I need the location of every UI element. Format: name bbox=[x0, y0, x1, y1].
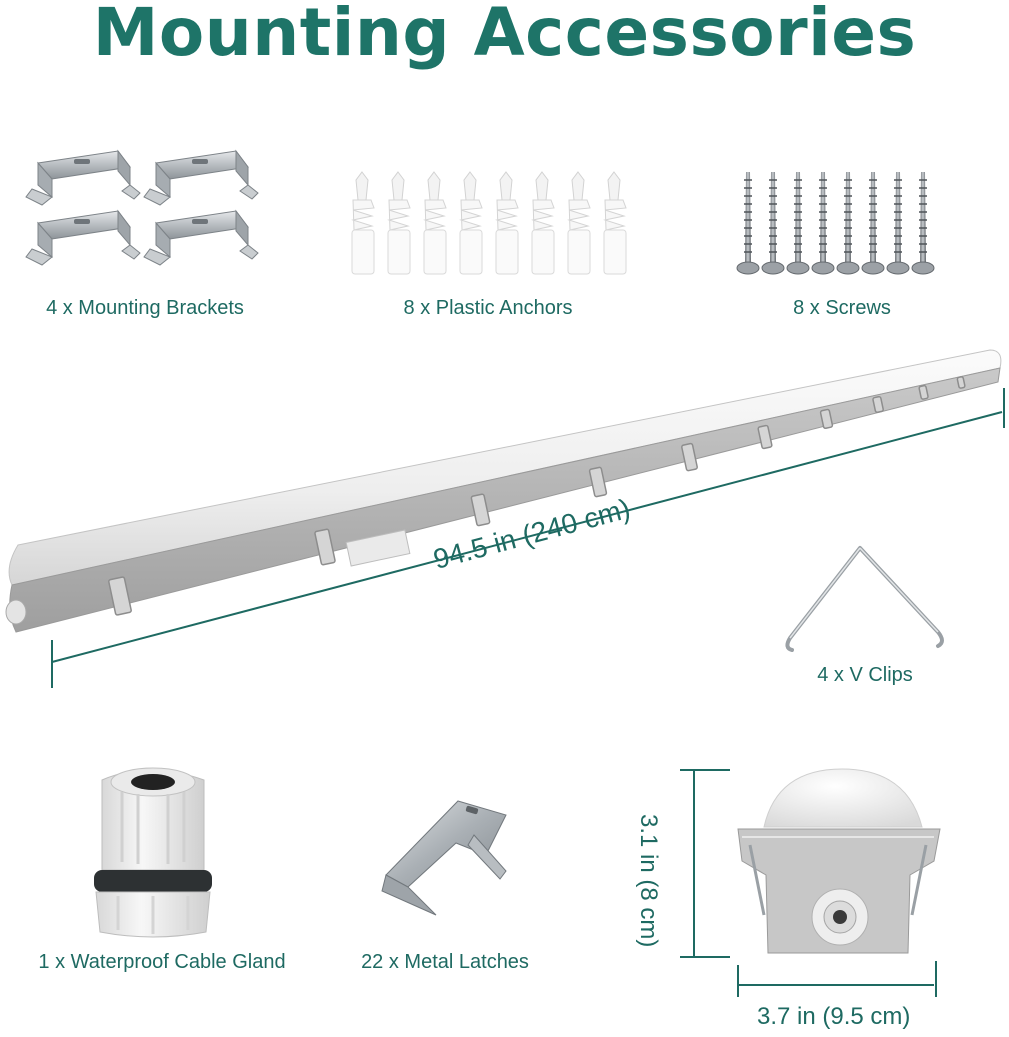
caption-cable-gland: 1 x Waterproof Cable Gland bbox=[38, 951, 286, 973]
light-fixture-icon bbox=[5, 349, 1005, 688]
caption-metal-latches: 22 x Metal Latches bbox=[361, 951, 529, 973]
caption-v-clips: 4 x V Clips bbox=[817, 664, 913, 686]
page-title: Mounting Accessories bbox=[92, 0, 917, 71]
mounting-brackets-icon bbox=[25, 149, 259, 266]
caption-mounting-brackets: 4 x Mounting Brackets bbox=[46, 297, 244, 319]
fixture-end-view-icon bbox=[680, 768, 941, 997]
caption-screws: 8 x Screws bbox=[793, 297, 891, 319]
caption-plastic-anchors: 8 x Plastic Anchors bbox=[403, 297, 573, 319]
metal-latch-icon bbox=[381, 800, 507, 916]
v-clip-icon bbox=[785, 546, 944, 652]
screws-icon bbox=[736, 171, 935, 275]
height-dimension-label: 3.1 in (8 cm) bbox=[635, 814, 662, 948]
cable-gland-icon bbox=[94, 767, 212, 938]
plastic-anchors-icon bbox=[351, 171, 627, 275]
width-dimension-label: 3.7 in (9.5 cm) bbox=[757, 1003, 911, 1030]
